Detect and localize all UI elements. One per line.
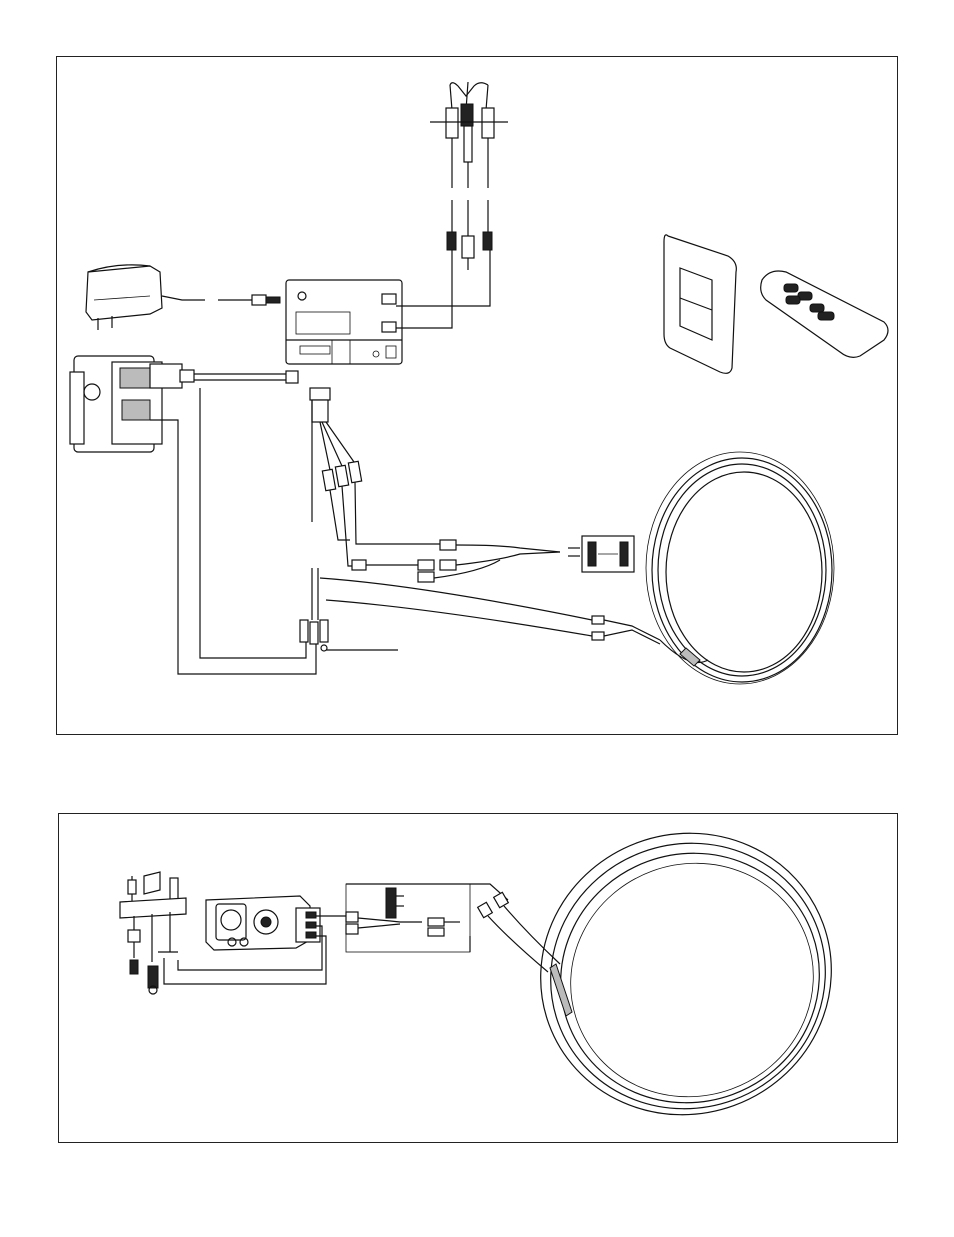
wire-coil-icon: [646, 452, 834, 684]
ring-terminals: [300, 620, 328, 651]
pilot-assembly-icon: [120, 872, 186, 994]
wall-switch-module-icon: [346, 884, 470, 952]
remote-control-icon: [761, 271, 888, 357]
millivolt-gas-valve-icon: [206, 896, 320, 950]
gas-valve-icon: [70, 356, 194, 452]
battery-pack-icon: [582, 536, 634, 572]
wall-switch-icon: [664, 235, 736, 373]
electrode-assembly-icon: [396, 82, 508, 328]
wire-coil-icon: [501, 793, 871, 1156]
ac-adapter-icon: [86, 265, 280, 330]
control-module-icon: [286, 280, 402, 364]
wire-harness-connector: [310, 388, 362, 522]
